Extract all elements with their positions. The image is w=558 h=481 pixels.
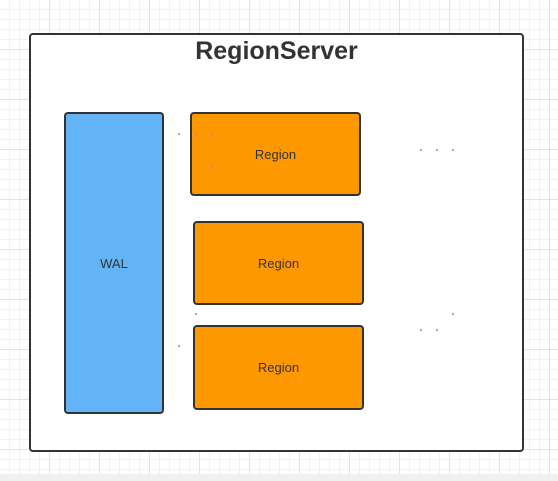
region-box-2[interactable]: Region — [193, 221, 364, 305]
wal-box[interactable]: WAL — [64, 112, 164, 414]
connection-dot — [178, 133, 180, 135]
region-server-title: RegionServer — [195, 37, 358, 65]
connection-dot — [195, 313, 197, 315]
connection-dot — [195, 133, 197, 135]
wal-label: WAL — [100, 255, 128, 271]
connection-dot — [211, 133, 213, 135]
connection-dot — [452, 313, 454, 315]
region-box-3[interactable]: Region — [193, 325, 364, 410]
connection-dot — [436, 329, 438, 331]
connection-dot — [436, 149, 438, 151]
connection-dot — [420, 149, 422, 151]
region-label-2: Region — [257, 255, 300, 271]
connection-dot — [452, 149, 454, 151]
connection-dot — [178, 345, 180, 347]
connection-dot — [420, 329, 422, 331]
region-label-1: Region — [254, 146, 297, 162]
region-box-1[interactable]: Region — [190, 112, 361, 196]
connection-dot — [211, 165, 213, 167]
canvas-bottom-strip — [0, 474, 558, 481]
region-label-3: Region — [257, 360, 300, 375]
